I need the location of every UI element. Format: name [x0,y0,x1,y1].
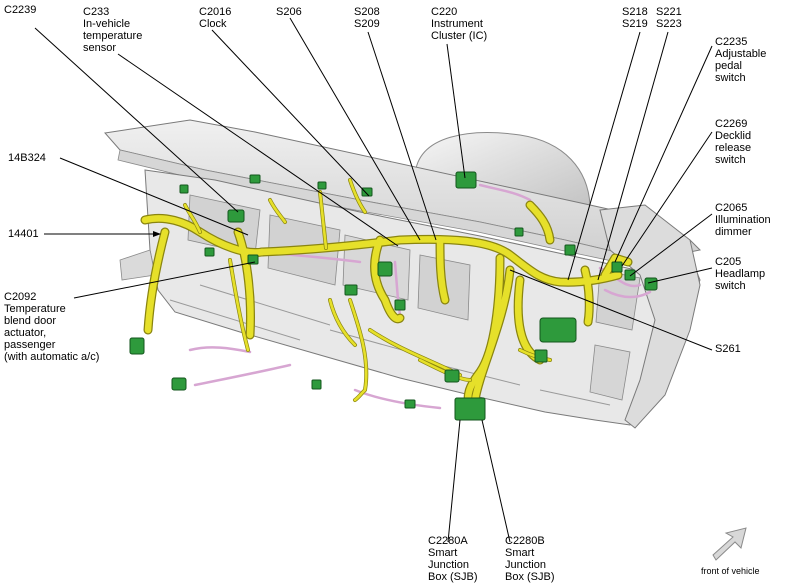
leader-c2280a [447,419,461,543]
callout-s218-s219: S218 S219 [622,6,648,30]
leader-c2269 [621,131,713,267]
callout-c2280a: C2280A Smart Junction Box (SJB) [428,535,478,583]
front-of-vehicle-label: front of vehicle [701,566,760,576]
callout-s208-s209: S208 S209 [354,6,380,30]
leader-lines [34,17,713,543]
leader-c2280b [481,419,511,543]
callout-c2065: C2065 Illumination dimmer [715,202,771,238]
leader-s221 [597,31,669,281]
leader-c2239 [34,27,239,213]
connector-c2239-block [227,209,245,223]
leader-s208 [367,31,437,241]
callout-c205: C205 Headlamp switch [715,256,766,292]
leader-c2092 [73,261,256,299]
callout-s261: S261 [715,343,741,355]
callout-c2280b: C2280B Smart Junction Box (SJB) [505,535,555,583]
leader-c2235 [614,45,713,263]
callout-14b324: 14B324 [8,152,46,164]
connector-c220-block [455,171,477,189]
front-arrow-icon [712,527,747,561]
connector-sjb-block [454,397,486,421]
wiring-harness [140,178,633,415]
leader-s261 [509,269,713,351]
leader-c2016 [211,29,370,197]
callout-c2016: C2016 Clock [199,6,232,30]
leader-c205 [647,267,713,284]
leader-14b324 [59,157,249,236]
callout-c220: C220 Instrument Cluster (IC) [431,6,488,42]
leader-c2065 [629,213,713,277]
callout-s206: S206 [276,6,302,18]
connectors [129,171,658,421]
callout-c233: C233 In-vehicle temperature sensor [83,6,143,54]
callout-c2269: C2269 Decklid release switch [715,118,752,166]
leader-s206 [289,17,421,241]
callout-c2239: C2239 [4,4,37,16]
leader-s218 [567,31,641,281]
callout-c2235: C2235 Adjustable pedal switch [715,36,767,84]
leader-c233 [117,53,399,247]
callout-14401: 14401 [8,228,39,240]
callout-s221-s223: S221 S223 [656,6,682,30]
leader-c220 [446,43,466,179]
callout-c2092: C2092 Temperature blend door actuator, p… [4,291,100,363]
